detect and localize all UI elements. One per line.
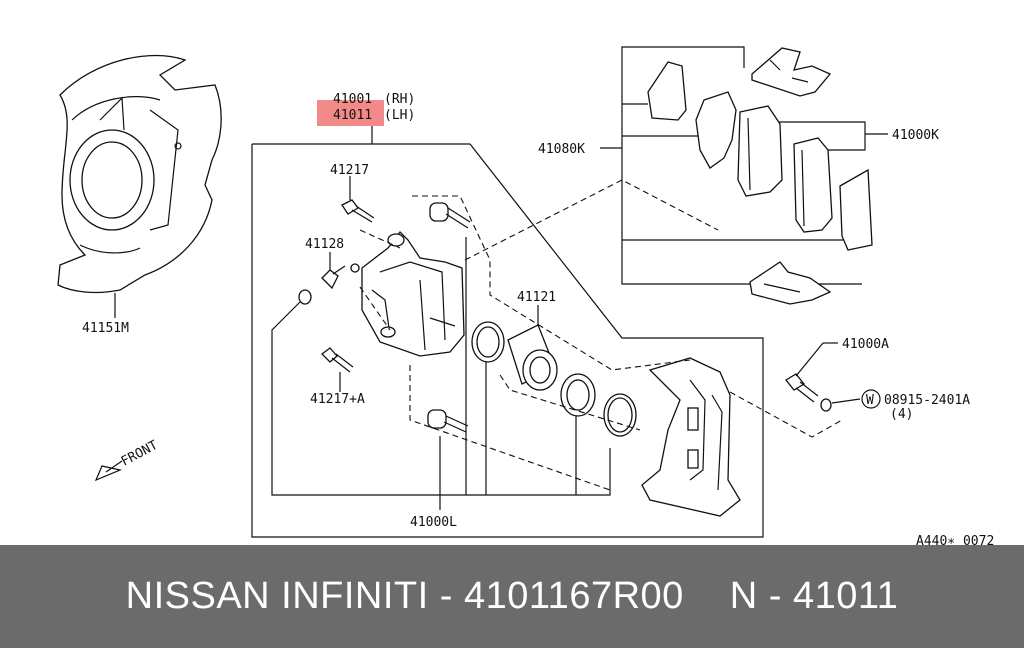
front-label: FRONT: [119, 438, 161, 470]
part-number-41121: 41121: [517, 290, 556, 305]
part-number-41080k: 41080K: [538, 142, 585, 157]
guide-pin-boot-upper: [429, 202, 471, 229]
part-number-41011: 41011: [333, 108, 372, 123]
highlight-box: [317, 100, 384, 126]
footer-banner: NISSAN INFINITI - 4101167R00 N - 41011: [0, 545, 1024, 648]
front-arrow-icon: [94, 460, 123, 482]
washer-quantity: (4): [890, 407, 913, 422]
dust-shield-part: [57, 54, 222, 318]
piston-41121-part: [507, 324, 558, 391]
bracket-bolt-part: [785, 342, 838, 403]
part-number-41128: 41128: [305, 237, 344, 252]
pad-outer: [737, 105, 783, 197]
part-number-41000k: 41000K: [892, 128, 939, 143]
side-label-rh: (RH): [384, 92, 415, 107]
anti-rattle-clip-upper: [751, 47, 832, 97]
part-number-41151m: 41151M: [82, 321, 129, 336]
side-label-lh: (LH): [384, 108, 415, 123]
footer-ref-text: N - 41011: [729, 575, 899, 617]
part-number-41217: 41217: [330, 163, 369, 178]
pad-inner: [793, 137, 833, 233]
bolt-41217a: [321, 347, 354, 373]
parts-diagram: 41001 (RH) 41011 (LH) 41217 41128 41217+…: [57, 46, 994, 549]
caliper-assembly-outline: [251, 126, 764, 538]
washer-marker-letter: W: [866, 393, 874, 408]
caliper-body-part: [361, 231, 465, 357]
part-number-washer: 08915-2401A: [884, 393, 970, 408]
part-number-41217a: 41217+A: [310, 392, 365, 407]
pad-kit-outline: [600, 46, 888, 285]
part-number-41000a: 41000A: [842, 337, 889, 352]
bleeder-cap: [298, 289, 312, 305]
part-number-41001: 41001: [333, 92, 372, 107]
piston-seal-part: [471, 321, 505, 363]
washer-part: [820, 398, 861, 412]
bleeder-41128: [321, 263, 360, 290]
caliper-bracket-part: [641, 357, 741, 517]
washer-marker-circle: [861, 389, 881, 409]
diagram-ref-code: A440∗ 0072: [916, 534, 994, 545]
piston-boot-part: [560, 373, 596, 417]
guide-pin-boot-lower: [427, 409, 469, 433]
bolt-41217: [341, 199, 375, 223]
anti-rattle-clip-lower: [749, 261, 832, 305]
shim-outer: [647, 61, 687, 121]
footer-brand-text: NISSAN INFINITI - 4101167R00: [125, 575, 684, 617]
retaining-ring-part: [603, 393, 637, 437]
shim-inner: [695, 91, 737, 169]
pad-wear-indicator: [839, 168, 873, 251]
part-number-41000l: 41000L: [410, 515, 457, 530]
caliper-kit-outline: [271, 237, 611, 510]
assembly-guides: [359, 179, 843, 491]
